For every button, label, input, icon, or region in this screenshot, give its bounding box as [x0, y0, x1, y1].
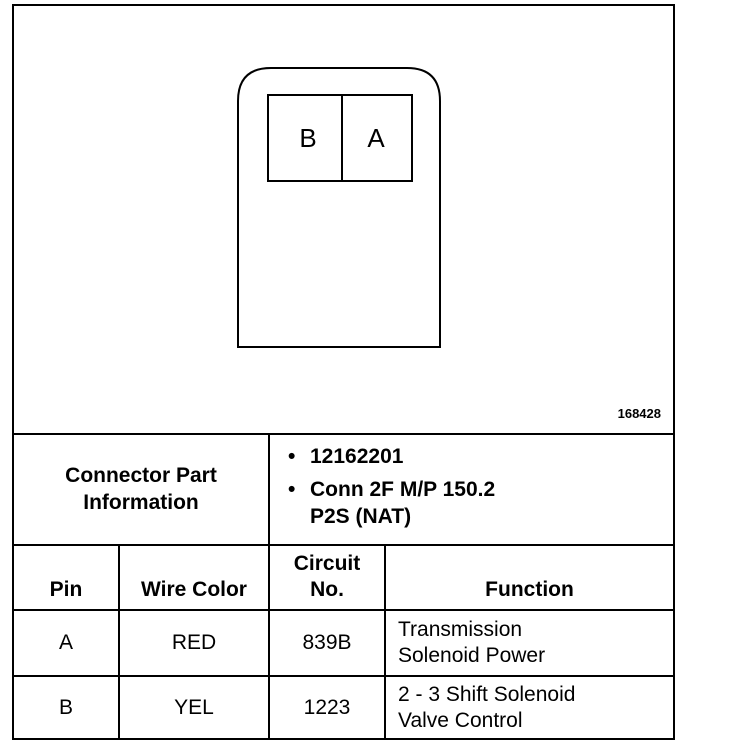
connector-figure: B A 168428 — [14, 6, 673, 435]
header-circuit: Circuit No. — [268, 544, 386, 611]
pin-cavity-a — [341, 94, 413, 182]
header-function: Function — [383, 544, 674, 611]
connector-drawing: B A — [237, 67, 441, 348]
row-function: 2 - 3 Shift Solenoid Valve Control — [383, 675, 674, 738]
part-number: 12162201 — [288, 443, 673, 470]
row-circuit: 1223 — [268, 675, 386, 738]
connector-diagram-frame: B A 168428 Connector Part Information 12… — [12, 4, 675, 740]
table-header-row: Pin Wire Color Circuit No. Function — [14, 544, 674, 611]
table-row: A RED 839B Transmission Solenoid Power — [14, 609, 674, 677]
connector-info-row: Connector Part Information 12162201 Conn… — [14, 433, 674, 546]
connector-pin-table: Connector Part Information 12162201 Conn… — [14, 433, 674, 738]
figure-id: 168428 — [617, 406, 661, 421]
pin-label-a: A — [367, 123, 385, 153]
row-pin: B — [14, 675, 120, 738]
header-pin: Pin — [14, 544, 120, 611]
row-wire-color: YEL — [118, 675, 270, 738]
connector-info-label: Connector Part Information — [14, 433, 270, 546]
row-function: Transmission Solenoid Power — [383, 609, 674, 677]
connector-description: Conn 2F M/P 150.2 P2S (NAT) — [288, 476, 673, 530]
connector-info-values: 12162201 Conn 2F M/P 150.2 P2S (NAT) — [267, 433, 674, 546]
row-circuit: 839B — [268, 609, 386, 677]
header-wire-color: Wire Color — [118, 544, 270, 611]
pin-label-b: B — [299, 123, 316, 153]
connector-body — [237, 67, 441, 348]
table-row: B YEL 1223 2 - 3 Shift Solenoid Valve Co… — [14, 675, 674, 738]
row-pin: A — [14, 609, 120, 677]
row-wire-color: RED — [118, 609, 270, 677]
